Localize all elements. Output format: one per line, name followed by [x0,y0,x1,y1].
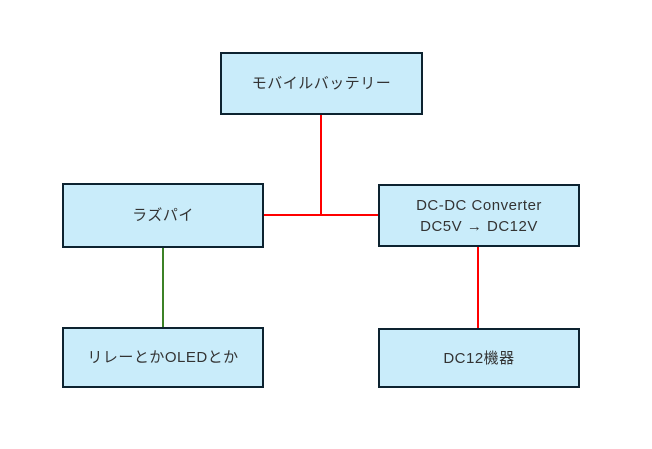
edge-dcdc-to-dc12 [477,247,479,328]
node-dc12-device: DC12機器 [378,328,580,388]
edge-battery-to-junction [320,115,322,216]
edge-raspi-to-relay [162,248,164,327]
node-dcdc-converter: DC-DC Converter DC5V → DC12V [378,184,580,247]
node-raspberry-pi: ラズパイ [62,183,264,248]
node-mobile-battery: モバイルバッテリー [220,52,423,115]
edge-raspi-to-dcdc [264,214,378,216]
node-relay-oled: リレーとかOLEDとか [62,327,264,388]
